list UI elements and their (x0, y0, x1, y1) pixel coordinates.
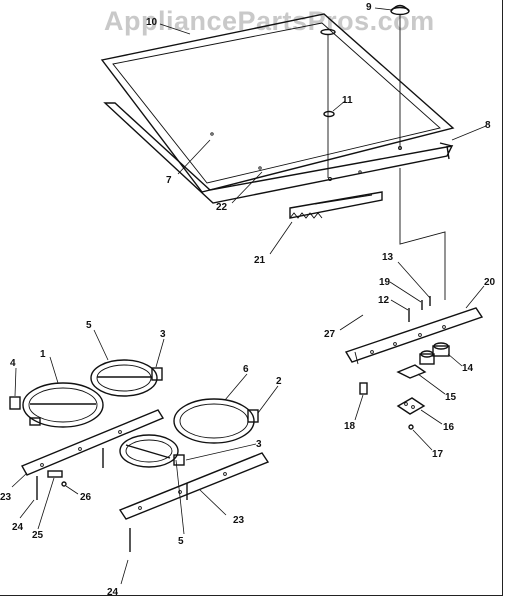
callout-16: 16 (443, 422, 455, 433)
callout-20: 20 (484, 277, 496, 288)
callout-14: 14 (462, 363, 474, 374)
radiant-element-6[interactable] (173, 398, 259, 444)
support-bar-23-right[interactable] (118, 452, 270, 520)
callout-9: 9 (366, 2, 372, 13)
callout-10: 10 (146, 17, 158, 28)
callout-8: 8 (485, 120, 491, 131)
limiter-3-top[interactable] (151, 367, 163, 381)
callout-11: 11 (342, 95, 353, 106)
callout-labels: 1 2 3 3 4 5 5 6 7 8 9 10 11 12 13 14 15 … (0, 2, 496, 598)
control-bracket-20[interactable] (344, 307, 484, 365)
cooktop-frame-10[interactable] (100, 13, 455, 193)
limiter-4[interactable] (9, 396, 21, 410)
trim-strip-8[interactable] (439, 142, 453, 160)
callout-3-top: 3 (160, 329, 166, 340)
callout-26: 26 (80, 492, 92, 503)
callout-24-bottom: 24 (107, 587, 119, 598)
callout-5-top: 5 (86, 320, 92, 331)
support-bar-23-left[interactable] (21, 409, 165, 476)
callout-5-bottom: 5 (178, 536, 184, 547)
switch-knob-9[interactable] (320, 4, 410, 179)
screw-17[interactable] (408, 424, 414, 430)
callout-22: 22 (216, 202, 228, 213)
callout-19: 19 (379, 277, 391, 288)
infinite-switch-14[interactable] (419, 342, 450, 365)
callout-4: 4 (10, 358, 16, 369)
callout-2: 2 (276, 376, 282, 387)
screw-19-12-13[interactable] (408, 296, 431, 322)
callout-6: 6 (243, 364, 249, 375)
clip-25-26[interactable] (47, 470, 67, 487)
callout-12: 12 (378, 295, 390, 306)
radiant-element-5[interactable] (90, 359, 158, 397)
insulator-15[interactable] (396, 364, 427, 379)
insulation-strip-21[interactable] (289, 191, 383, 219)
callout-25: 25 (32, 530, 44, 541)
radiant-element-5-front[interactable] (119, 434, 185, 468)
wire-lead (399, 168, 446, 300)
screw-24[interactable] (36, 448, 188, 552)
burner-gasket-11[interactable] (323, 110, 335, 118)
watermark-logo: AppliancePartsPros.com (104, 6, 435, 36)
callout-18: 18 (344, 421, 356, 432)
callout-3-lower: 3 (256, 439, 262, 450)
callout-21: 21 (254, 255, 266, 266)
callout-23-left: 23 (0, 492, 12, 503)
callout-15: 15 (445, 392, 457, 403)
leader-lines (11, 7, 487, 585)
callout-7: 7 (166, 175, 172, 186)
callout-27: 27 (324, 329, 336, 340)
screw-holes (210, 132, 402, 181)
callout-17: 17 (432, 449, 444, 460)
radiant-element-1[interactable] (22, 382, 104, 428)
callout-13: 13 (382, 252, 394, 263)
indicator-light-18[interactable] (359, 382, 368, 395)
callout-23-right: 23 (233, 515, 245, 526)
terminal-block-16[interactable] (396, 397, 426, 415)
callout-24-left: 24 (12, 522, 24, 533)
callout-1: 1 (40, 349, 46, 360)
